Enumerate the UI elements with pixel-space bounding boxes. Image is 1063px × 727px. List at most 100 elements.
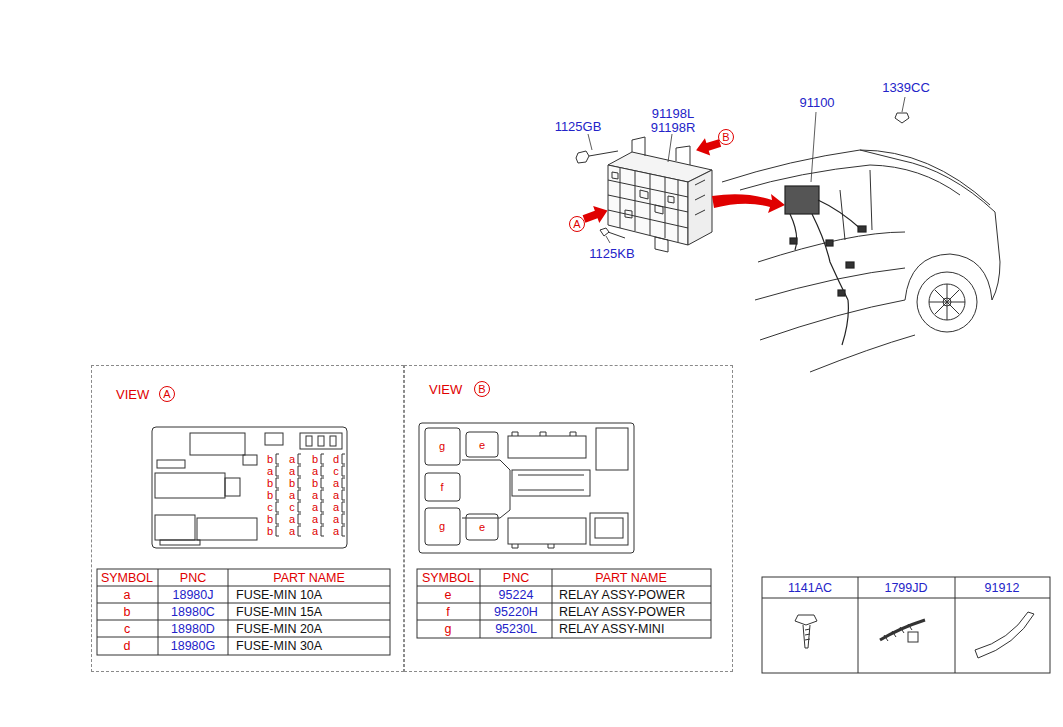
part-icon [805,629,810,640]
leader-line [811,112,816,182]
view-arrow [581,202,611,227]
fuse-symbol: a [289,490,295,501]
fuse-symbol: c [267,502,273,513]
table-cell: FUSE-MIN 15A [236,605,322,618]
fuse-symbol: a [312,466,318,477]
relay-box-drawing [419,423,634,553]
fuse-block-drawing [318,436,324,446]
fuse-block-drawing [152,427,347,548]
car-body [943,298,951,306]
fuse-block-drawing [155,515,195,540]
fuse-block-drawing [306,436,312,446]
fuse-symbol: a [289,526,295,537]
view-marker: B [718,129,734,145]
junction-box [608,165,688,245]
table-cell: f [446,605,449,618]
car-body [722,150,990,205]
part-icon [803,625,810,648]
relay-box-drawing [512,470,590,496]
view-title: VIEW [116,388,149,401]
fuse-block-drawing [265,433,283,445]
fuse-symbol: a [312,490,318,501]
leader-line [606,236,610,243]
view-arrow [712,194,785,213]
fuse-symbol: a [333,526,339,537]
wiring-harness [785,186,866,345]
wiring-harness [785,186,819,214]
leader-line [668,134,672,162]
wiring-harness [826,240,833,246]
parts-table [417,569,711,638]
fuse-symbol: a [312,526,318,537]
callout-number: 91198L [652,107,694,120]
callout-number: 1125KB [589,247,634,260]
junction-box [620,168,678,242]
junction-box [655,237,668,252]
relay-box-drawing [508,518,586,544]
parts-table [97,569,390,655]
table-header: PART NAME [273,571,345,584]
fuse-symbol: a [333,514,339,525]
table-cell: 18980J [172,588,213,601]
table-cell: g [445,623,452,636]
car-body [722,150,1000,372]
parts-table [97,569,390,655]
relay-symbol: f [440,482,443,493]
relay-symbol: g [439,521,445,532]
relay-symbol: e [479,440,485,451]
relay-box-drawing [512,432,576,436]
table-cell: 18980C [171,605,215,618]
junction-box [608,137,712,252]
wiring-harness [858,226,866,232]
relay-box-drawing [425,508,460,545]
car-body [992,262,1000,300]
table-cell: RELAY ASSY-POWER [559,588,685,601]
table-cell: 18980G [171,640,215,653]
parts-table [97,569,1050,673]
table-cell: b [124,605,131,618]
fuse-symbol: b [267,490,273,501]
fuse-block-drawing [190,433,245,455]
wiring-harness [790,200,862,345]
car-body [917,272,977,332]
fuse-symbol: a [333,490,339,501]
table-cell: e [445,588,452,601]
relay-box-drawing [595,518,623,538]
screw-icon [895,113,909,123]
part-icon [795,615,817,625]
table-cell: a [124,588,131,601]
part-number: 1141AC [788,582,832,595]
part-icon [975,612,1034,658]
wiring-harness [838,290,845,296]
screw-icon [600,228,609,236]
relay-box-drawing [590,513,628,545]
fuse-block-drawing [300,433,342,449]
table-cell: 18980D [171,622,215,635]
fuse-block-drawing [197,518,257,540]
fuse-symbol: a [312,502,318,513]
car-body [929,284,965,320]
relay-symbol: g [439,441,445,452]
relay-box-drawing [518,475,584,490]
table-cell: FUSE-MIN 20A [236,622,322,635]
table-header: SYMBOL [101,571,153,584]
screw-icon [608,232,625,238]
car-body [740,165,960,195]
fuse-symbol: b [312,478,318,489]
fuse-symbol: a [289,466,295,477]
car-body [810,335,915,372]
callout-number: 1339CC [882,81,930,94]
screw-icon [576,151,589,163]
callout-number: 91100 [799,96,834,109]
table-header: SYMBOL [422,571,474,584]
fuse-symbol: b [289,478,295,489]
fuse-block-drawing [243,455,257,465]
view-marker: A [159,386,175,402]
fuse-block-drawing [155,473,225,498]
relay-box-drawing [508,436,586,458]
fuse-symbol: a [312,514,318,525]
fuse-symbol: d [333,454,339,465]
fuse-block-drawing [276,454,345,536]
fuse-symbol: b [312,454,318,465]
